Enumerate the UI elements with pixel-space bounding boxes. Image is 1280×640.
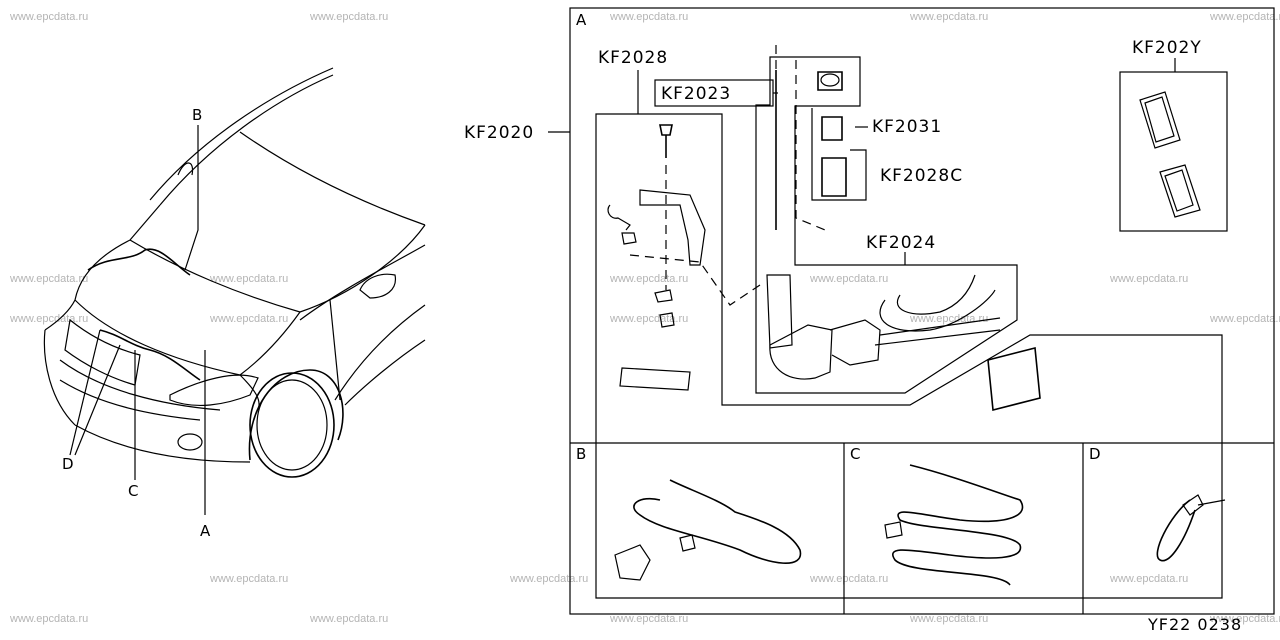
watermark: www.epcdata.ru xyxy=(210,573,289,585)
watermark: www.epcdata.ru xyxy=(1210,11,1280,23)
diagram-code: YF22 0238 xyxy=(1148,615,1243,634)
part-label-kf2031: KF2031 xyxy=(872,117,943,137)
watermark: www.epcdata.ru xyxy=(310,613,389,625)
watermark: www.epcdata.ru xyxy=(10,313,89,325)
section-label-b: B xyxy=(576,445,587,463)
part-label-kf2028c: KF2028C xyxy=(880,166,964,186)
section-label-d: D xyxy=(1089,445,1101,463)
watermark: www.epcdata.ru xyxy=(910,613,989,625)
watermark: www.epcdata.ru xyxy=(210,273,289,285)
watermark: www.epcdata.ru xyxy=(10,273,89,285)
car-callout-d: D xyxy=(62,455,74,473)
part-label-kf2024: KF2024 xyxy=(866,233,937,253)
watermark: www.epcdata.ru xyxy=(610,11,689,23)
watermark: www.epcdata.ru xyxy=(1210,313,1280,325)
watermark: www.epcdata.ru xyxy=(1210,613,1280,625)
parts-panel xyxy=(548,7,1275,615)
car-illustration xyxy=(43,67,426,515)
car-callout-b: B xyxy=(192,106,203,124)
car-callout-c: C xyxy=(128,482,139,500)
watermark: www.epcdata.ru xyxy=(1110,273,1189,285)
watermark: www.epcdata.ru xyxy=(610,613,689,625)
watermark: www.epcdata.ru xyxy=(10,11,89,23)
section-label-a: A xyxy=(576,11,587,29)
part-label-kf202y: KF202Y xyxy=(1132,38,1202,58)
part-label-kf2023: KF2023 xyxy=(661,84,732,104)
watermark: www.epcdata.ru xyxy=(610,313,689,325)
watermark: www.epcdata.ru xyxy=(10,613,89,625)
watermark: www.epcdata.ru xyxy=(810,573,889,585)
watermark: www.epcdata.ru xyxy=(910,11,989,23)
watermark: www.epcdata.ru xyxy=(210,313,289,325)
watermark: www.epcdata.ru xyxy=(610,273,689,285)
part-label-kf2020: KF2020 xyxy=(464,123,535,143)
watermark: www.epcdata.ru xyxy=(510,573,589,585)
watermark: www.epcdata.ru xyxy=(810,273,889,285)
section-label-c: C xyxy=(850,445,861,463)
part-label-kf2028: KF2028 xyxy=(598,48,669,68)
watermark: www.epcdata.ru xyxy=(310,11,389,23)
watermark: www.epcdata.ru xyxy=(1110,573,1189,585)
car-callout-a: A xyxy=(200,522,211,540)
